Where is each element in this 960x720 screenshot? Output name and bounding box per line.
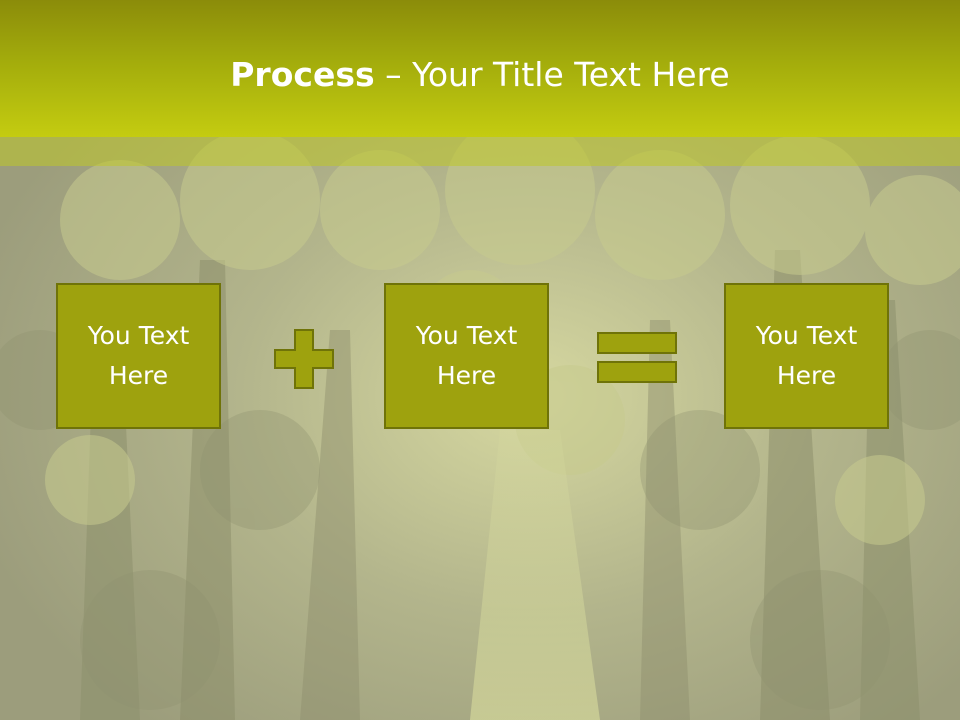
process-box-3-label: You Text Here — [755, 321, 858, 390]
equals-icon — [597, 332, 677, 383]
plus-icon — [274, 329, 334, 389]
title-rest-part: – Your Title Text Here — [374, 55, 730, 94]
process-box-2[interactable]: You Text Here — [384, 283, 549, 429]
title-accent-strip — [0, 137, 960, 166]
slide-title: Process – Your Title Text Here — [0, 50, 960, 100]
title-bold-part: Process — [230, 55, 375, 94]
process-box-1[interactable]: You Text Here — [56, 283, 221, 429]
process-box-2-label: You Text Here — [415, 321, 518, 390]
process-box-1-label: You Text Here — [87, 321, 190, 390]
title-bar — [0, 0, 960, 137]
process-box-3[interactable]: You Text Here — [724, 283, 889, 429]
